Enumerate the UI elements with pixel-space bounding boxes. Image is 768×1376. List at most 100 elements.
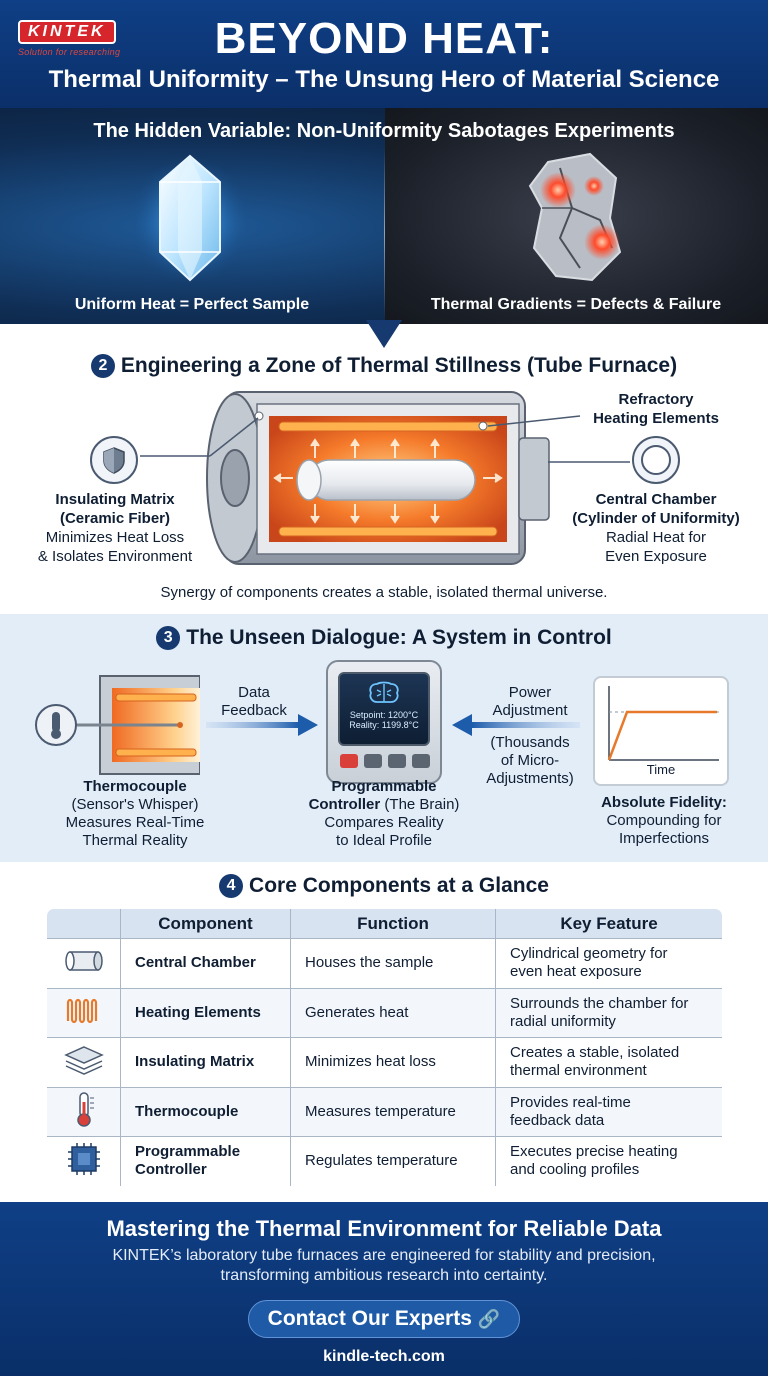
feature-line-2: even heat exposure xyxy=(510,963,642,981)
data-feedback-1: Data xyxy=(238,684,270,701)
thousands-3: Adjustments) xyxy=(486,770,574,787)
component-name: Central Chamber xyxy=(120,938,291,989)
header: KINTEK Solution for researching BEYOND H… xyxy=(0,0,768,108)
table-row: Heating Elements Generates heat Surround… xyxy=(47,987,722,1038)
feature-line-2: thermal environment xyxy=(510,1062,647,1080)
controller-label: Programmable Controller (The Brain) Comp… xyxy=(294,778,474,850)
programmable-controller-device: Setpoint: 1200°C Reality: 1199.8°C xyxy=(326,660,442,784)
feature-line-2: and cooling profiles xyxy=(510,1161,640,1179)
refractory-label: Refractory Heating Elements xyxy=(586,390,726,428)
section-number-badge: 4 xyxy=(219,874,244,898)
reality-readout: Reality: 1199.8°C xyxy=(349,720,419,730)
ctrl-title: Programmable xyxy=(331,778,437,795)
power-adjustment-label: Power Adjustment xyxy=(470,684,590,720)
thermo-sub: (Sensor's Whisper) xyxy=(71,796,199,813)
ctrl-desc-1: Compares Reality xyxy=(324,814,444,831)
stop-button[interactable] xyxy=(340,754,358,768)
uniform-heat-caption: Uniform Heat = Perfect Sample xyxy=(74,296,310,313)
logo-text: KINTEK xyxy=(18,20,116,44)
perfect-crystal-icon xyxy=(130,154,250,284)
controller-buttons xyxy=(340,754,430,770)
row-icon-cell xyxy=(47,987,121,1038)
contact-experts-button[interactable]: Contact Our Experts🔗 xyxy=(248,1300,520,1338)
section4-title-text: Core Components at a Glance xyxy=(249,874,549,897)
synergy-caption: Synergy of components creates a stable, … xyxy=(160,584,608,601)
page-subtitle: Thermal Uniformity – The Unsung Hero of … xyxy=(48,66,720,93)
page-title: BEYOND HEAT: xyxy=(214,14,554,63)
control-button-3[interactable] xyxy=(412,754,430,768)
profile-chart xyxy=(607,686,719,761)
insulating-title-2: (Ceramic Fiber) xyxy=(59,510,171,527)
chip-icon xyxy=(67,1142,100,1175)
thousands-1: (Thousands xyxy=(490,734,570,751)
ctrl-sub: (The Brain) xyxy=(384,796,460,813)
thousands-2: of Micro- xyxy=(500,752,560,769)
header-function: Function xyxy=(290,908,496,939)
section-divider xyxy=(384,148,385,318)
section2-title-text: Engineering a Zone of Thermal Stillness … xyxy=(120,354,678,377)
power-adj-2: Adjustment xyxy=(492,702,568,719)
table-header-row: Component Function Key Feature xyxy=(47,908,722,939)
feature-line-1: Executes precise heating xyxy=(510,1143,678,1161)
data-feedback-label: Data Feedback xyxy=(204,684,304,720)
thermometer-icon xyxy=(76,1092,94,1127)
section-number-badge: 2 xyxy=(90,354,115,378)
feature-line-2: feedback data xyxy=(510,1111,605,1129)
down-arrow-icon xyxy=(366,320,402,348)
setpoint-readout: Setpoint: 1200°C xyxy=(349,710,419,720)
refractory-title-2: Heating Elements xyxy=(593,410,719,427)
footer-title: Mastering the Thermal Environment for Re… xyxy=(106,1216,662,1241)
row-icon-cell xyxy=(47,1086,121,1137)
ctrl-title-2: Controller xyxy=(308,796,381,813)
chamber-title-2: (Cylinder of Uniformity) xyxy=(572,510,740,527)
components-table: Component Function Key Feature Central C… xyxy=(46,908,723,1187)
fidelity-title: Absolute Fidelity: xyxy=(601,794,727,811)
insulating-desc-2: & Isolates Environment xyxy=(37,548,193,565)
component-name: Thermocouple xyxy=(120,1086,291,1137)
footer-cta-section: Mastering the Thermal Environment for Re… xyxy=(0,1202,768,1376)
website-link[interactable]: kindle-tech.com xyxy=(323,1348,445,1365)
component-function: Houses the sample xyxy=(290,938,496,989)
brain-icon xyxy=(369,681,399,703)
control-button-2[interactable] xyxy=(388,754,406,768)
callout-lines xyxy=(140,415,630,463)
chamber-ring-icon xyxy=(632,436,680,484)
micro-adjustments-label: (Thousands of Micro- Adjustments) xyxy=(470,734,590,788)
table-row: Central Chamber Houses the sample Cylind… xyxy=(47,938,722,989)
chamber-desc-1: Radial Heat for xyxy=(605,529,707,546)
component-name: Heating Elements xyxy=(120,987,291,1038)
refractory-title: Refractory xyxy=(618,391,694,408)
kintek-logo[interactable]: KINTEK Solution for researching xyxy=(18,20,120,57)
row-icon-cell xyxy=(47,1037,121,1088)
thermal-gradient-caption: Thermal Gradients = Defects & Failure xyxy=(430,296,722,313)
section-number-badge: 3 xyxy=(156,626,181,650)
component-function: Generates heat xyxy=(290,987,496,1038)
feature-line-1: Cylindrical geometry for xyxy=(510,945,668,963)
flow-arrows xyxy=(206,714,580,736)
cracked-sample-icon xyxy=(528,152,622,282)
component-function: Minimizes heat loss xyxy=(290,1037,496,1088)
ctrl-desc-2: to Ideal Profile xyxy=(336,832,432,849)
link-icon: 🔗 xyxy=(477,1309,501,1329)
thermocouple-furnace-illustration xyxy=(35,675,200,775)
table-row: Thermocouple Measures temperature Provid… xyxy=(47,1086,722,1137)
control-button-1[interactable] xyxy=(364,754,382,768)
section-hidden-variable: The Hidden Variable: Non-Uniformity Sabo… xyxy=(0,108,768,324)
component-line-2: Controller xyxy=(135,1161,207,1179)
insulating-matrix-label: Insulating Matrix (Ceramic Fiber) Minimi… xyxy=(22,490,208,566)
section3-title-text: The Unseen Dialogue: A System in Control xyxy=(186,626,612,649)
header-icon xyxy=(47,908,121,939)
header-component: Component xyxy=(120,908,291,939)
component-function: Measures temperature xyxy=(290,1086,496,1137)
tube-furnace-illustration xyxy=(206,391,550,565)
